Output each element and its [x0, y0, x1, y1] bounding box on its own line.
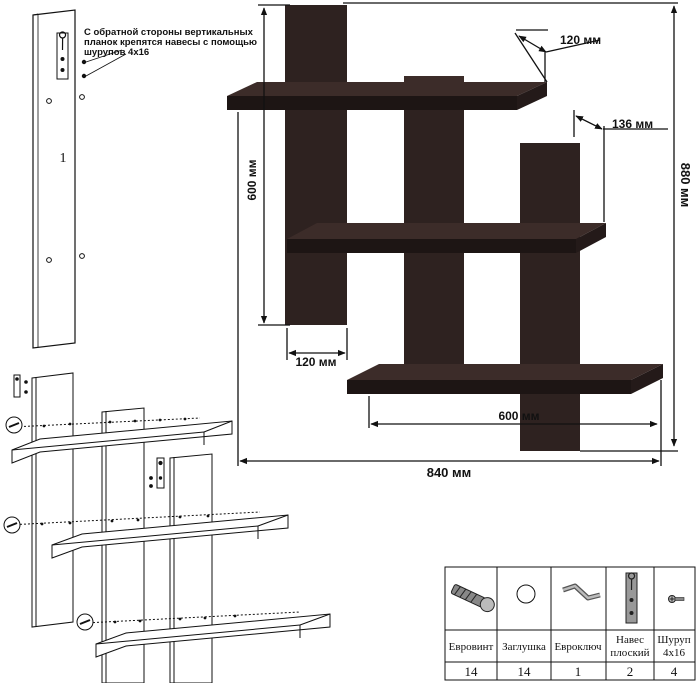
- shelf-bottom: [347, 364, 663, 394]
- part-name-cap: Заглушка: [502, 641, 546, 653]
- dimension-labels: 120 мм 136 мм 600 мм 880 мм 120 мм 600 м…: [245, 33, 693, 480]
- hex-key-icon: [562, 583, 601, 601]
- cap-plug-icon: [516, 584, 536, 604]
- part-name-hanger-line2: плоский: [610, 647, 649, 659]
- screw-markers: [40, 417, 237, 624]
- dimension-lines: [237, 2, 678, 466]
- part-qty-screw: 4: [671, 664, 678, 679]
- eurovint-screw-icon: [450, 584, 495, 613]
- dim-height-left: 600 мм: [245, 159, 259, 200]
- assembled-shelf: [227, 5, 663, 451]
- part-name-screw-line2: 4х16: [663, 647, 686, 659]
- exploded-assembly: [3, 372, 331, 683]
- dim-shelf-depth-top: 120 мм: [560, 33, 601, 47]
- shelf-middle: [287, 223, 606, 253]
- screw-icon: [668, 595, 685, 603]
- vertical-panel-1: 1: [32, 9, 127, 349]
- dim-total-width: 840 мм: [427, 465, 472, 480]
- dim-panel-width: 120 мм: [295, 355, 336, 369]
- vertical-plank-left: [285, 5, 347, 325]
- part-qty-hex-key: 1: [575, 664, 582, 679]
- dim-shelf-length: 600 мм: [498, 409, 539, 423]
- part-name-hanger-line1: Навес: [616, 634, 644, 646]
- vertical-plank-right: [520, 143, 580, 451]
- flat-hanger-icon: [625, 572, 638, 624]
- part-name-eurovint: Евровинт: [449, 641, 494, 653]
- dim-height-total: 880 мм: [678, 163, 693, 208]
- parts-table: Евровинт Заглушка Евроключ Навес плоский…: [444, 566, 696, 681]
- hanger-note: С обратной стороны вертикальных планок к…: [84, 27, 258, 58]
- dim-shelf-depth-mid: 136 мм: [612, 117, 653, 131]
- shelf-top: [227, 82, 547, 110]
- part-name-screw-line1: Шуруп: [657, 634, 690, 646]
- panel-number: 1: [60, 151, 67, 166]
- part-qty-eurovint: 14: [465, 664, 479, 679]
- hanger-icon: [56, 31, 69, 80]
- part-name-hex-key: Евроключ: [554, 641, 602, 653]
- part-qty-hanger: 2: [627, 664, 634, 679]
- part-qty-cap: 14: [518, 664, 532, 679]
